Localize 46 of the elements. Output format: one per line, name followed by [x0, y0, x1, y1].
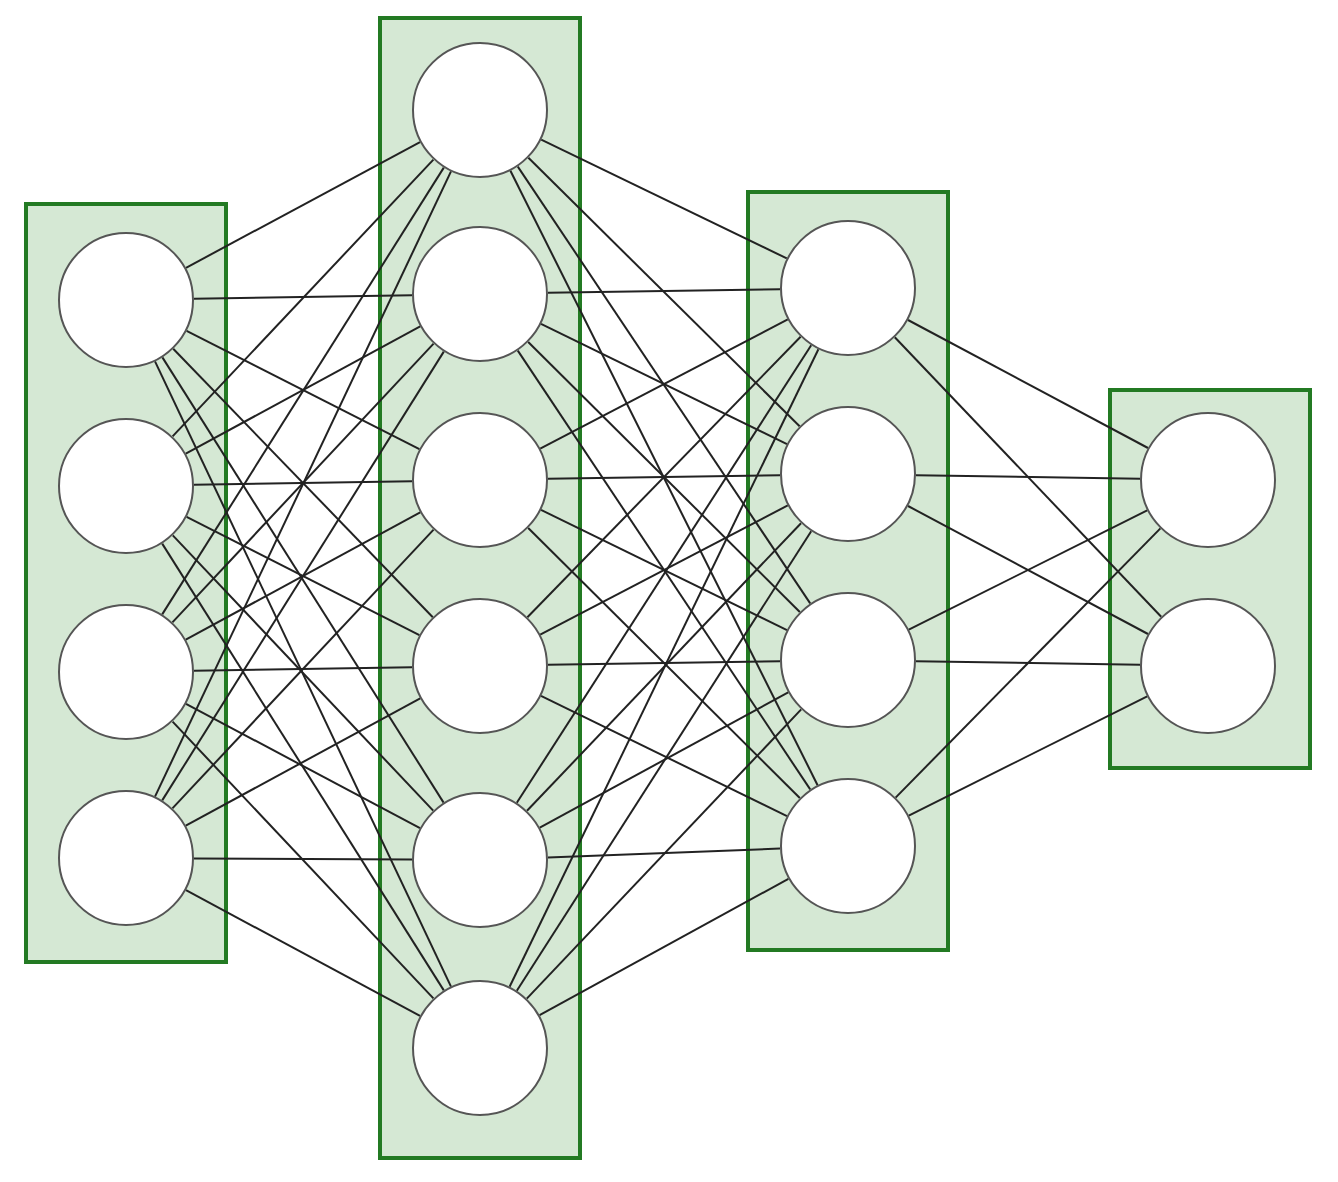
connection-line [907, 319, 1149, 449]
connection-line [171, 158, 435, 438]
connection-line [185, 141, 421, 269]
connection-line [915, 474, 1141, 480]
neuron-circle [780, 220, 916, 356]
neuron-circle [412, 792, 548, 928]
layer-panel [378, 16, 582, 1160]
neuron-circle [412, 980, 548, 1116]
connection-line [547, 660, 781, 666]
connection-line [527, 156, 801, 428]
connection-line [193, 857, 413, 861]
connection-line [193, 666, 413, 672]
connection-line [185, 889, 421, 1017]
connection-line [193, 480, 413, 486]
connection-line [547, 847, 781, 859]
connection-line [171, 720, 435, 1000]
connection-line [154, 170, 452, 798]
neuron-circle [780, 406, 916, 542]
neuron-circle [412, 598, 548, 734]
layer-panel [746, 190, 950, 952]
layer-panel [24, 202, 228, 964]
connection-line [893, 336, 1163, 618]
neuron-circle [58, 604, 194, 740]
connection-line [516, 165, 812, 605]
neuron-circle [58, 418, 194, 554]
connection-line [525, 708, 803, 1000]
connection-line [508, 348, 820, 988]
connection-line [538, 877, 790, 1017]
connection-line [894, 527, 1162, 799]
connection-line [515, 530, 813, 992]
connection-line [547, 474, 781, 480]
connection-line [154, 360, 452, 988]
connection-line [907, 695, 1149, 817]
connection-line [193, 294, 413, 300]
connection-line [547, 288, 781, 294]
neuron-circle [412, 226, 548, 362]
connection-line [509, 169, 819, 787]
neuron-circle [412, 412, 548, 548]
layer-panel [1108, 388, 1312, 770]
connection-line [915, 660, 1141, 666]
connection-line [161, 542, 445, 992]
connection-line [540, 138, 788, 260]
neuron-circle [412, 42, 548, 178]
neuron-circle [780, 778, 916, 914]
neuron-circle [780, 592, 916, 728]
connection-line [161, 166, 445, 616]
